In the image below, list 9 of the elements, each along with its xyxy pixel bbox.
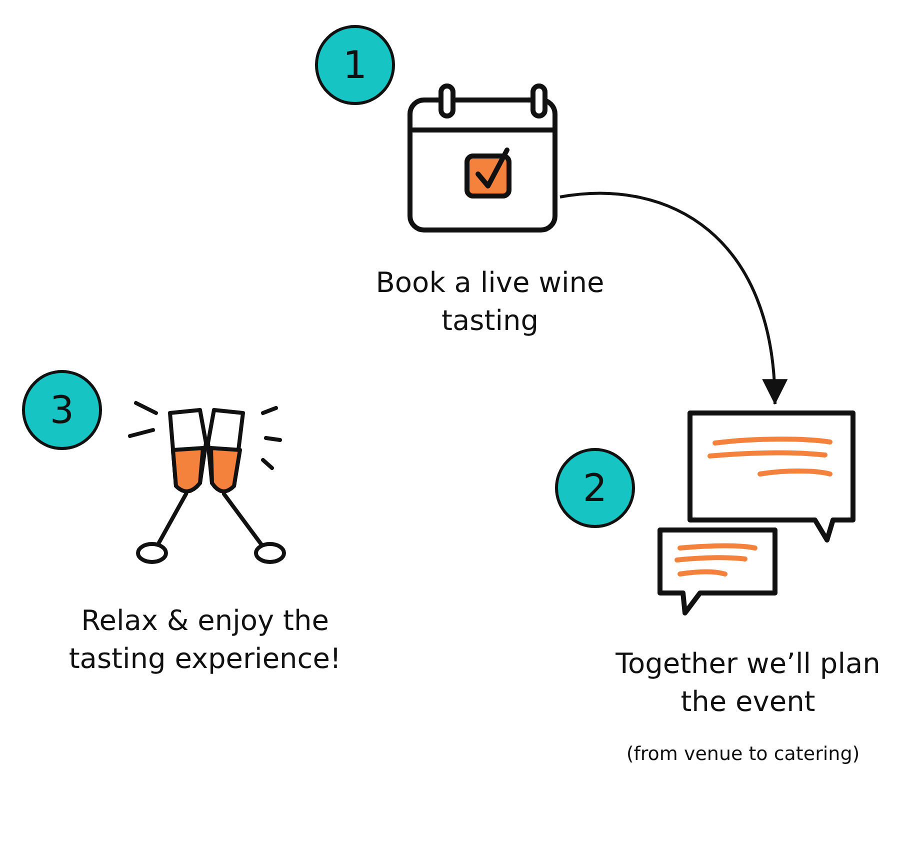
step-caption: Relax & enjoy the tasting experience! <box>68 603 342 677</box>
step-caption: Together we’ll plan the event <box>614 646 882 720</box>
curved-arrow <box>560 192 786 405</box>
step-number-circle: 2 <box>555 448 635 528</box>
calendar-drawing <box>405 82 560 234</box>
step-number-circle: 1 <box>315 25 395 105</box>
note-text: (from venue to catering) <box>625 742 861 767</box>
step-caption: Book a live wine tasting <box>375 265 605 339</box>
step-number-circle: 3 <box>22 370 102 450</box>
